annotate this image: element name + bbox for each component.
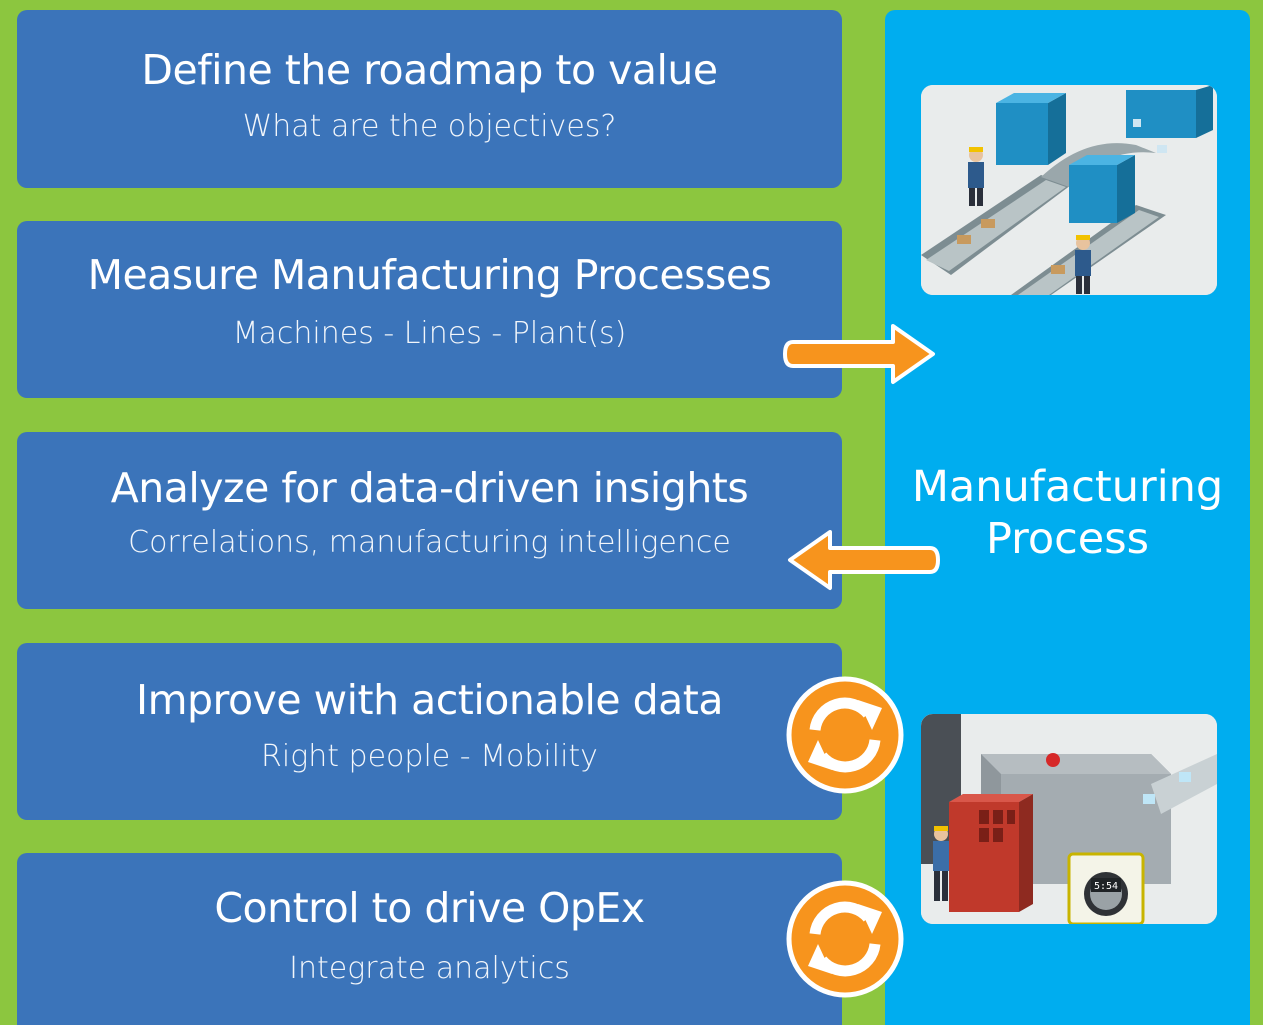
- step-subtitle: Right people - Mobility: [261, 739, 598, 775]
- step-title: Define the roadmap to value: [141, 46, 718, 94]
- step-define: Define the roadmap to value What are the…: [17, 10, 842, 188]
- step-subtitle: Correlations, manufacturing intelligence: [128, 525, 731, 561]
- panel-label-line2: Process: [985, 513, 1150, 564]
- refresh-icon: [784, 674, 906, 800]
- arrow-left-icon: [780, 528, 940, 596]
- step-subtitle: What are the objectives?: [242, 109, 617, 145]
- refresh-icon: [784, 878, 906, 1004]
- panel-label: Manufacturing Process: [885, 462, 1250, 565]
- step-title: Measure Manufacturing Processes: [87, 251, 772, 299]
- arrow-right-icon: [783, 322, 943, 390]
- step-improve: Improve with actionable data Right peopl…: [17, 643, 842, 820]
- panel-label-line1: Manufacturing: [911, 462, 1224, 512]
- thumb-display-text: 5:54: [1094, 881, 1118, 892]
- step-title: Analyze for data-driven insights: [110, 464, 749, 512]
- step-control: Control to drive OpEx Integrate analytic…: [17, 853, 842, 1025]
- conveyor-line-illustration: [921, 85, 1217, 295]
- step-analyze: Analyze for data-driven insights Correla…: [17, 432, 842, 609]
- step-title: Control to drive OpEx: [214, 884, 645, 932]
- step-measure: Measure Manufacturing Processes Machines…: [17, 221, 842, 398]
- step-subtitle: Machines - Lines - Plant(s): [232, 316, 627, 352]
- control-cabinet-illustration: 5:54: [921, 714, 1217, 924]
- step-subtitle: Integrate analytics: [289, 951, 570, 987]
- step-title: Improve with actionable data: [136, 676, 724, 724]
